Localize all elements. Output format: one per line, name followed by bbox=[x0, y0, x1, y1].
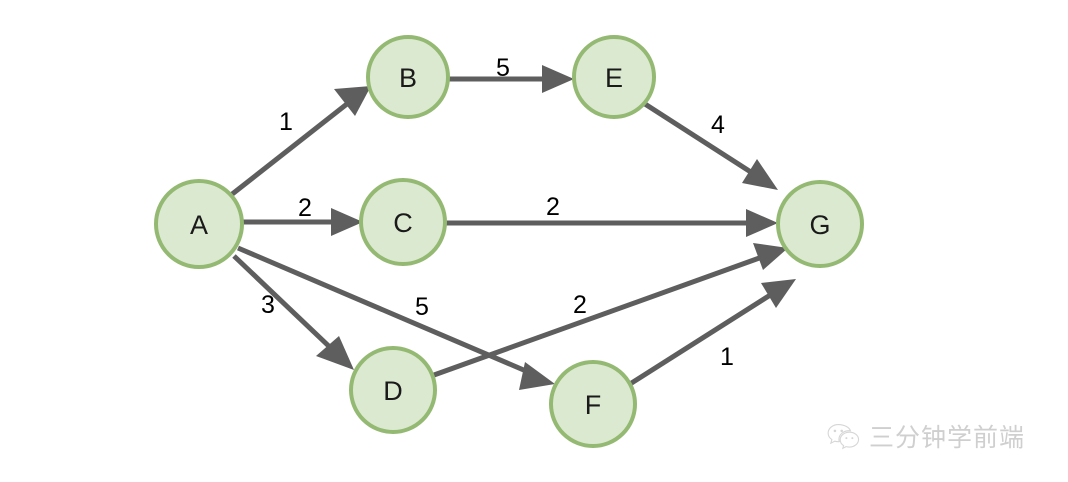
edge-a-d[interactable] bbox=[232, 254, 354, 370]
edge-d-g-line bbox=[433, 253, 766, 378]
node-c-label: C bbox=[393, 208, 413, 238]
edge-a-d-line bbox=[232, 254, 337, 354]
node-f-label: F bbox=[585, 390, 602, 420]
edge-a-b-arrowhead bbox=[334, 86, 371, 116]
node-g[interactable]: G bbox=[776, 180, 864, 268]
watermark-text: 三分钟学前端 bbox=[869, 423, 1026, 452]
node-c-circle bbox=[359, 178, 447, 266]
node-c[interactable]: C bbox=[359, 178, 447, 266]
node-f[interactable]: F bbox=[549, 360, 637, 448]
edge-b-e-arrowhead bbox=[542, 65, 574, 93]
edge-e-g-line bbox=[643, 101, 759, 179]
edge-d-g-arrowhead bbox=[753, 243, 788, 270]
edge-f-g[interactable] bbox=[628, 279, 796, 387]
edge-d-g[interactable] bbox=[433, 243, 788, 378]
edge-b-e[interactable] bbox=[447, 65, 574, 93]
edge-f-g-arrowhead bbox=[761, 279, 796, 308]
node-g-label: G bbox=[809, 210, 830, 240]
node-f-circle bbox=[549, 360, 637, 448]
nodes-layer: A B C D E F bbox=[154, 35, 864, 448]
edge-a-c[interactable] bbox=[242, 208, 363, 236]
edge-a-f[interactable] bbox=[237, 245, 555, 390]
edges-layer bbox=[229, 65, 796, 390]
edge-label-a-d: 3 bbox=[261, 291, 275, 319]
edge-f-g-line bbox=[628, 289, 777, 387]
edge-a-b-line bbox=[229, 98, 354, 197]
node-b[interactable]: B bbox=[366, 35, 450, 119]
node-d-label: D bbox=[383, 376, 403, 406]
edge-a-f-line bbox=[237, 245, 534, 377]
edge-a-b[interactable] bbox=[229, 86, 371, 197]
node-g-circle bbox=[776, 180, 864, 268]
edge-label-d-g: 2 bbox=[573, 291, 587, 319]
edge-label-f-g: 1 bbox=[720, 343, 734, 371]
edge-e-g[interactable] bbox=[643, 101, 778, 190]
edge-a-f-arrowhead bbox=[519, 362, 555, 390]
wechat-icon bbox=[827, 423, 860, 450]
edge-label-c-g: 2 bbox=[546, 193, 560, 221]
node-a[interactable]: A bbox=[154, 179, 244, 269]
node-d[interactable]: D bbox=[349, 346, 437, 434]
node-a-label: A bbox=[190, 210, 208, 240]
edge-c-g-arrowhead bbox=[746, 209, 778, 237]
node-b-label: B bbox=[399, 63, 417, 93]
edge-label-a-c: 2 bbox=[298, 194, 312, 222]
node-b-circle bbox=[366, 35, 450, 119]
node-d-circle bbox=[349, 346, 437, 434]
edge-c-g[interactable] bbox=[446, 209, 778, 237]
edge-label-a-f: 5 bbox=[415, 293, 429, 321]
edge-e-g-arrowhead bbox=[742, 159, 778, 190]
edge-labels-layer: 1 2 3 5 5 2 2 4 1 bbox=[261, 54, 734, 371]
edge-a-c-arrowhead bbox=[331, 208, 363, 236]
edge-label-e-g: 4 bbox=[711, 111, 725, 139]
node-e-label: E bbox=[605, 63, 623, 93]
node-a-circle bbox=[154, 179, 244, 269]
edge-label-b-e: 5 bbox=[496, 54, 510, 82]
node-e[interactable]: E bbox=[572, 35, 656, 119]
edge-label-a-b: 1 bbox=[279, 108, 293, 136]
node-e-circle bbox=[572, 35, 656, 119]
edge-a-d-arrowhead bbox=[316, 336, 354, 370]
watermark: 三分钟学前端 bbox=[826, 418, 1025, 454]
